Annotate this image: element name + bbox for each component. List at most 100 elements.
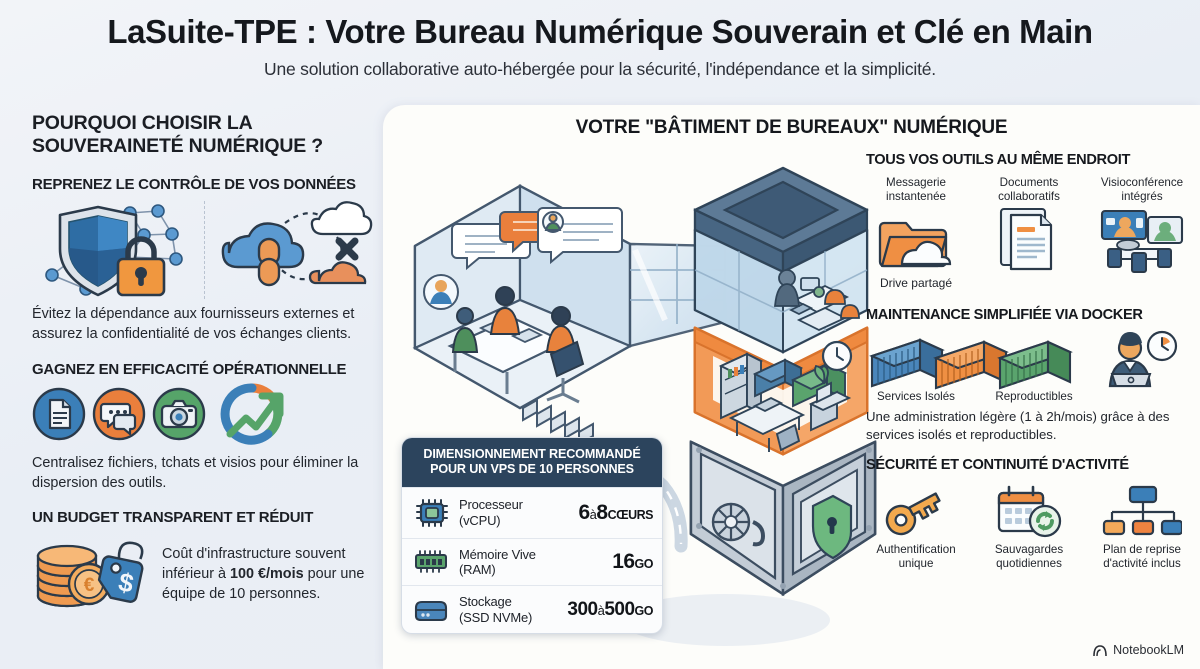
spec-label-ram: Mémoire Vive (RAM) xyxy=(459,547,604,578)
section-heading: SÉCURITÉ ET CONTINUITÉ D'ACTIVITÉ xyxy=(866,457,1129,474)
section-body: Évitez la dépendance aux fournisseurs ex… xyxy=(32,306,355,342)
tool-caption: Visioconférence intégrés xyxy=(1092,176,1192,204)
spec-value-cpu: 6à8CŒURS xyxy=(578,501,653,525)
page-subtitle: Une solution collaborative auto-hébergée… xyxy=(264,59,936,80)
shield-lock-network-icon xyxy=(32,201,204,299)
caption-line1: Messagerie xyxy=(886,176,946,189)
spec-value-main: 300 xyxy=(567,598,598,620)
org-tree-icon xyxy=(1092,481,1192,543)
caption-line2: instantenée xyxy=(886,190,946,204)
spec-value-main: 16 xyxy=(612,550,635,574)
budget-body-post: pour une équipe de 10 personnes. xyxy=(162,566,365,602)
caption-line2: intégrés xyxy=(1121,190,1163,204)
docker-figures xyxy=(866,330,1192,392)
spec-value-second: 500 xyxy=(604,598,635,620)
calendar-refresh-icon xyxy=(979,481,1079,543)
budget-amount: 100 €/mois xyxy=(230,566,304,583)
spec-label-line1: Stockage xyxy=(459,594,512,610)
security-items: Authentification unique xyxy=(866,481,1192,571)
notebooklm-icon xyxy=(1093,644,1107,656)
container-label: Reproductibles xyxy=(995,389,1073,403)
budget-body: Coût d'infrastructure souvent inférieur … xyxy=(162,545,372,604)
spec-value-main: 6 xyxy=(578,500,590,524)
tool-caption: Messagerie instantenée xyxy=(866,176,966,204)
budget-row: € $ Coût d'infrastructure souvent inféri… xyxy=(32,534,372,615)
docker-container-labels: Services Isolés Reproductibles xyxy=(866,390,1192,404)
section-heading: UN BUDGET TRANSPARENT ET RÉDUIT xyxy=(32,509,314,527)
budget-body-pre: Coût d'infrastructure souvent inférieur … xyxy=(162,546,346,583)
video-conference-room-icon xyxy=(1092,204,1192,276)
section-heading: TOUS VOS OUTILS AU MÊME ENDROIT xyxy=(866,152,1131,168)
tool-sub-caption: Drive partagé xyxy=(879,276,953,291)
spec-value-unit: GO xyxy=(634,603,654,618)
spec-label-storage: Stockage (SSD NVMe) xyxy=(459,594,559,625)
ssd-drive-icon xyxy=(411,596,451,624)
spec-label-line1: Processeur xyxy=(459,497,523,513)
section-divider xyxy=(204,201,205,299)
chat-bubbles-icon xyxy=(92,387,146,446)
security-item-sso: Authentification unique xyxy=(866,481,966,571)
spec-value-ram: 16GO xyxy=(612,550,653,574)
tool-item-video: Visioconférence intégrés xyxy=(1092,176,1192,291)
docker-body: Une administration légère (1 à 2h/mois) … xyxy=(866,409,1170,442)
security-caption: Authentification unique xyxy=(866,543,966,571)
caption-line1: Authentification xyxy=(876,543,956,557)
spec-row-ram: Mémoire Vive (RAM) 16GO xyxy=(402,537,662,586)
section-heading: MAINTENANCE SIMPLIFIÉE VIA DOCKER xyxy=(866,306,1143,323)
section-icons xyxy=(32,201,375,299)
center-panel-title: VOTRE "BÂTIMENT DE BUREAUX" NUMÉRIQUE xyxy=(575,117,1008,138)
svg-text:€: € xyxy=(84,575,95,596)
caption-line1: Visioconférence xyxy=(1100,176,1184,189)
cloud-chain-break-icon xyxy=(215,201,375,299)
caption-line2: quotidiennes xyxy=(996,557,1062,571)
specs-title-line1: DIMENSIONNEMENT RECOMMANDÉ xyxy=(423,447,641,461)
spec-row-storage: Stockage (SSD NVMe) 300à500GO xyxy=(402,585,662,633)
right-column: TOUS VOS OUTILS AU MÊME ENDROIT Messager… xyxy=(866,152,1192,571)
spec-label-cpu: Processeur (vCPU) xyxy=(459,497,570,528)
watermark: NotebookLM xyxy=(1093,643,1184,657)
svg-text:$: $ xyxy=(116,567,137,599)
tool-item-messaging: Messagerie instantenée Drive partagé xyxy=(866,176,966,291)
caption-line2: unique xyxy=(898,557,934,571)
spec-value-unit: GO xyxy=(634,557,654,572)
security-caption: Plan de reprise d'activité inclus xyxy=(1092,543,1192,571)
specs-card: DIMENSIONNEMENT RECOMMANDÉ POUR UN VPS D… xyxy=(401,437,663,635)
spec-label-line2: (SSD NVMe) xyxy=(459,609,533,625)
cpu-chip-icon xyxy=(411,496,451,530)
spec-row-cpu: Processeur (vCPU) 6à8CŒURS xyxy=(402,486,662,538)
tool-caption: Documents collaboratifs xyxy=(979,176,1079,204)
right-section-tools: TOUS VOS OUTILS AU MÊME ENDROIT Messager… xyxy=(866,152,1192,291)
admin-person-clock-icon xyxy=(1108,330,1178,388)
page-header: LaSuite-TPE : Votre Bureau Numérique Sou… xyxy=(0,13,1200,80)
shared-drive-folder-cloud-icon xyxy=(866,204,966,276)
section-body: Centralisez fichiers, tchats et visios p… xyxy=(32,455,359,491)
spec-label-line1: Mémoire Vive xyxy=(459,546,536,562)
ram-stick-icon xyxy=(411,548,451,576)
caption-line1: Sauvagardes xyxy=(994,543,1064,557)
page-title: LaSuite-TPE : Votre Bureau Numérique Sou… xyxy=(107,13,1093,50)
caption-line1: Documents xyxy=(999,176,1059,189)
right-section-security: SÉCURITÉ ET CONTINUITÉ D'ACTIVITÉ xyxy=(866,457,1192,571)
growth-arrow-icon xyxy=(216,382,288,451)
security-caption: Sauvagardes quotidiennes xyxy=(979,543,1079,571)
left-column-title: POURQUOI CHOISIR LA SOUVERAINETÉ NUMÉRIQ… xyxy=(32,112,323,157)
caption-line1: Plan de reprise xyxy=(1103,543,1181,557)
caption-line2: d'activité inclus xyxy=(1103,557,1181,571)
tools-items: Messagerie instantenée Drive partagé xyxy=(866,176,1192,291)
section-heading: REPRENEZ LE CONTRÔLE DE VOS DONNÉES xyxy=(32,176,356,193)
camera-icon xyxy=(152,387,206,446)
section-heading: GAGNEZ EN EFFICACITÉ OPÉRATIONNELLE xyxy=(32,361,347,379)
spec-value-second: 8 xyxy=(596,500,608,524)
document-icon xyxy=(32,387,86,446)
container-label: Services Isolés xyxy=(877,389,955,403)
isometric-office-building-icon xyxy=(395,150,895,650)
section-icons xyxy=(32,383,372,446)
left-column: POURQUOI CHOISIR LA SOUVERAINETÉ NUMÉRIQ… xyxy=(32,112,375,615)
spec-value-unit: CŒURS xyxy=(607,507,654,522)
documents-stack-icon xyxy=(979,204,1079,276)
spec-label-line2: (RAM) xyxy=(459,562,496,578)
caption-line2: collaboratifs xyxy=(998,190,1060,204)
right-section-docker: MAINTENANCE SIMPLIFIÉE VIA DOCKER xyxy=(866,307,1192,443)
coins-price-tag-icon: € $ xyxy=(32,534,150,615)
